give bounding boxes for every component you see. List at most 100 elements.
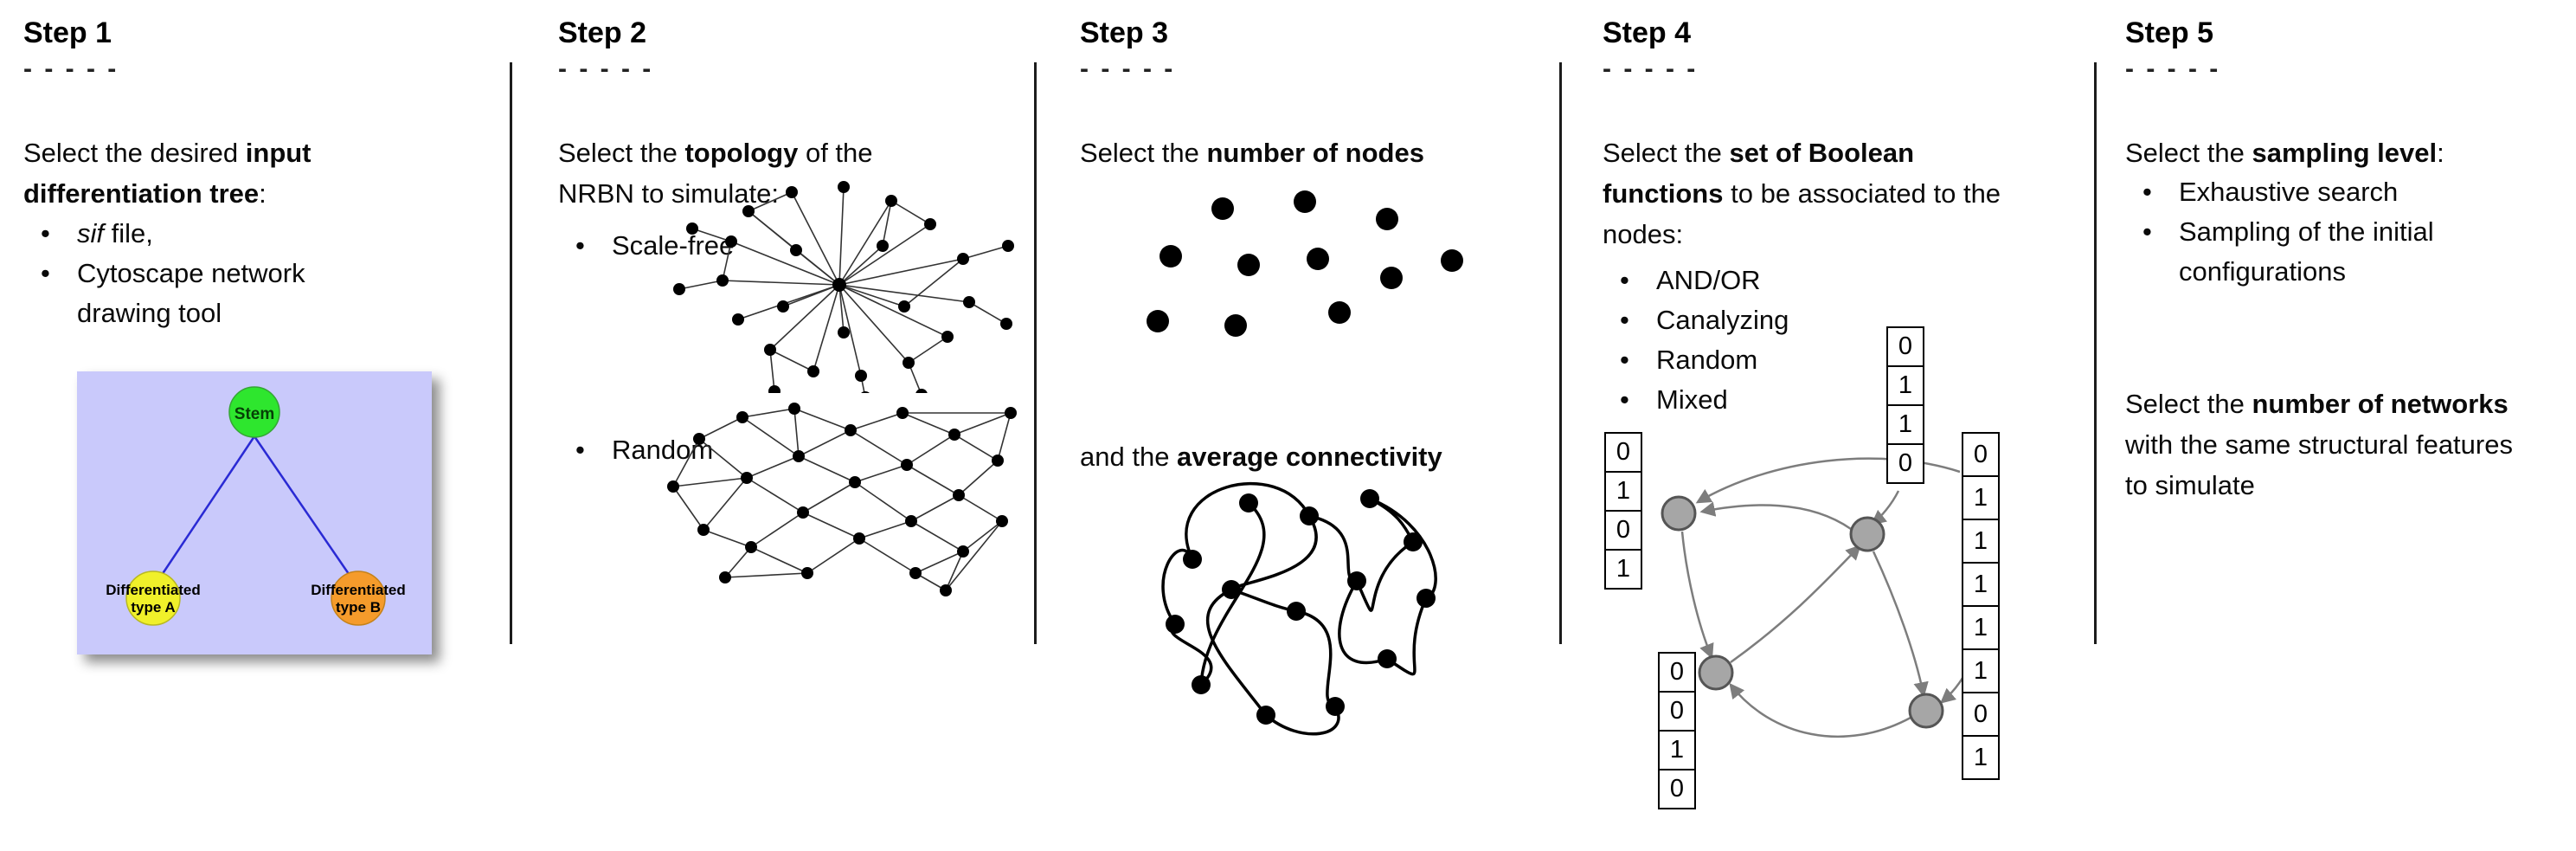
type-b-node (331, 571, 386, 626)
step3-line2: and the average connectivity (1080, 436, 1539, 477)
type-a-label-line1: Differentiated (106, 582, 201, 598)
boolean-table-cell: 0 (1604, 510, 1642, 551)
step5-bullet-list: Exhaustive search Sampling of the initia… (2125, 172, 2566, 292)
step3-line1-pre: Select the (1080, 138, 1207, 168)
step5-second-post: with the same structural features to sim… (2125, 429, 2513, 500)
step4-title: Step 4 (1603, 16, 1692, 49)
column-divider (1034, 62, 1037, 644)
boolean-table-cell: 0 (1604, 432, 1642, 473)
type-b-label-line1: Differentiated (311, 582, 406, 598)
canalyzing-label: Canalyzing (1656, 305, 1789, 335)
step4-intro-pre: Select the (1603, 138, 1730, 168)
boolean-table-cell: 1 (1886, 365, 1924, 406)
column-divider (510, 62, 512, 644)
tree-edge-b (253, 435, 360, 589)
boolean-network-arrows (1680, 457, 1982, 738)
step5-column: Step 5 - - - - - Select the sampling lev… (2125, 16, 2566, 848)
step4-intro: Select the set of Boolean functions to b… (1603, 132, 2018, 255)
boolean-table-cell: 1 (1604, 549, 1642, 590)
boolean-table-cell: 1 (1658, 730, 1696, 770)
boolean-node-d (1908, 693, 1944, 729)
boolean-table-cell: 0 (1886, 326, 1924, 367)
boolean-table-cell: 1 (1962, 475, 2000, 520)
and-or-label: AND/OR (1656, 265, 1761, 295)
step1-bullet-list: sif file, Cytoscape network drawing tool (23, 214, 326, 333)
random-fn-label: Random (1656, 345, 1758, 375)
step3-title: Step 3 (1080, 16, 1169, 49)
random-edges (672, 408, 1012, 591)
type-b-label-line2: type B (336, 599, 381, 616)
random-network-figure (652, 387, 1024, 603)
list-item-random-fn: Random (1603, 340, 1966, 380)
connectivity-network-figure (1127, 477, 1448, 737)
tree-edge-a (151, 435, 256, 589)
cytoscape-label: Cytoscape network drawing tool (77, 258, 305, 328)
step1-intro-bold: input differentiation tree (23, 138, 312, 209)
boolean-table-top: 0 1 1 0 (1886, 326, 1924, 484)
stem-node (228, 386, 280, 438)
sif-rest: file, (104, 218, 153, 248)
boolean-table-cell: 1 (1962, 519, 2000, 564)
boolean-table-cell: 1 (1604, 471, 1642, 512)
step3-line2-pre: and the (1080, 442, 1178, 472)
boolean-node-c (1698, 654, 1734, 691)
step2-dashed-separator: - - - - - (558, 55, 654, 83)
step1-intro-pre: Select the desired (23, 138, 246, 168)
type-a-label-line2: type A (131, 599, 175, 616)
list-item-exhaustive: Exhaustive search (2125, 172, 2566, 212)
boolean-table-cell: 0 (1962, 432, 2000, 477)
step4-column: Step 4 - - - - - Select the set of Boole… (1603, 16, 2074, 848)
boolean-node-a (1661, 495, 1697, 532)
scale-free-nodes (673, 181, 1014, 393)
step2-column: Step 2 - - - - - Select the topology of … (558, 16, 1017, 848)
boolean-table-cell: 1 (1962, 735, 2000, 780)
step2-intro-bold: topology (684, 138, 799, 168)
boolean-network-nodes (1661, 495, 1944, 729)
boolean-table-cell: 1 (1962, 562, 2000, 607)
boolean-table-bottom-left: 0 0 1 0 (1658, 652, 1696, 809)
step3-line1: Select the number of nodes (1080, 132, 1539, 173)
scale-free-edges (678, 186, 1009, 393)
step1-column: Step 1 - - - - - Select the desired inpu… (23, 16, 460, 848)
step5-second-paragraph: Select the number of networks with the s… (2125, 384, 2532, 506)
boolean-table-left: 0 1 0 1 (1604, 432, 1642, 590)
step2-intro-post: of the NRBN to simulate: (558, 138, 873, 209)
step5-title: Step 5 (2125, 16, 2214, 49)
step2-title: Step 2 (558, 16, 647, 49)
step4-bullet-list: AND/OR Canalyzing Random Mixed (1603, 261, 1966, 420)
step3-column: Step 3 - - - - - Select the number of no… (1080, 16, 1539, 848)
random-nodes (667, 403, 1017, 596)
step5-intro-post: : (2437, 138, 2444, 168)
mixed-label: Mixed (1656, 384, 1728, 415)
nodes-scatter-figure (1089, 183, 1504, 399)
boolean-table-cell: 1 (1886, 404, 1924, 445)
list-item-sif-file: sif file, (23, 214, 326, 254)
step1-dashed-separator: - - - - - (23, 55, 119, 83)
boolean-table-cell: 1 (1962, 605, 2000, 650)
step5-intro-pre: Select the (2125, 138, 2252, 168)
list-item-and-or: AND/OR (1603, 261, 1966, 300)
scale-free-network-figure (645, 177, 1017, 393)
sif-italic: sif (77, 218, 104, 248)
sampling-label: Sampling of the initial configurations (2179, 216, 2434, 287)
step5-second-pre: Select the (2125, 389, 2252, 419)
boolean-node-b (1849, 516, 1885, 552)
differentiation-tree-figure: Stem Differentiated type A Differentiate… (77, 371, 432, 654)
boolean-table-right: 0 1 1 1 1 1 0 1 (1962, 432, 2000, 780)
type-a-node (125, 571, 181, 626)
boolean-table-cell: 0 (1962, 692, 2000, 737)
scatter-dots (1147, 190, 1463, 337)
step2-intro: Select the topology of the NRBN to simul… (558, 132, 939, 214)
step2-intro-pre: Select the (558, 138, 685, 168)
step5-dashed-separator: - - - - - (2125, 55, 2221, 83)
boolean-table-cell: 0 (1658, 691, 1696, 732)
boolean-table-cell: 0 (1658, 652, 1696, 693)
column-divider (2094, 62, 2097, 644)
list-item-sampling: Sampling of the initial configurations (2125, 212, 2566, 292)
connectivity-nodes (1166, 489, 1436, 725)
column-divider (1559, 62, 1562, 644)
step4-dashed-separator: - - - - - (1603, 55, 1699, 83)
exhaustive-label: Exhaustive search (2179, 177, 2399, 207)
list-item-canalyzing: Canalyzing (1603, 300, 1966, 340)
step1-title: Step 1 (23, 16, 112, 49)
